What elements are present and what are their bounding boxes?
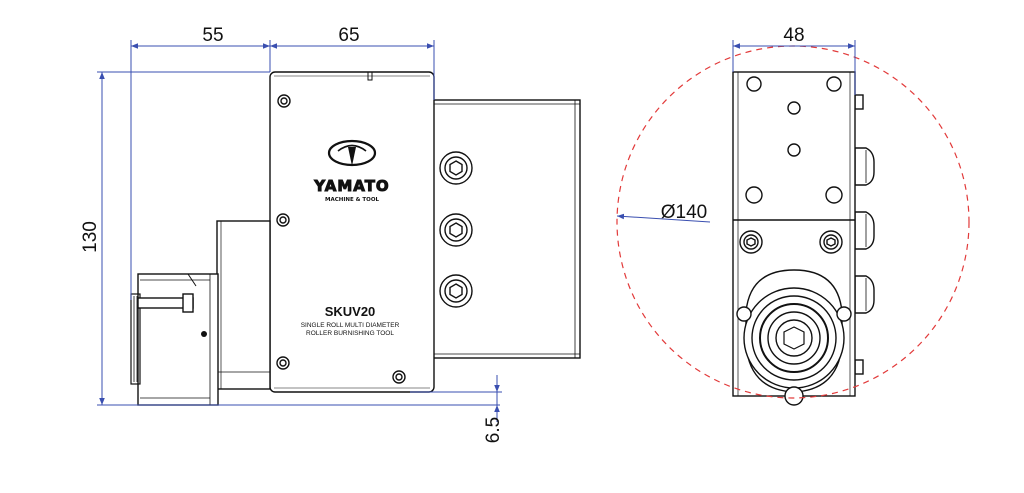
body-screw [276, 213, 290, 227]
body-screw [276, 356, 290, 370]
side-dimensions [616, 40, 856, 223]
dim-width-mid: 65 [338, 25, 359, 46]
side-plate [216, 220, 271, 390]
front-dimensions [97, 40, 502, 422]
dim-height: 130 [80, 221, 101, 253]
socket-screw [819, 230, 843, 254]
dim-diameter: Ø140 [661, 202, 707, 223]
brand-name: YAMATO [313, 177, 389, 195]
hex-bolt [439, 274, 473, 308]
front-view [130, 71, 581, 406]
product-desc-line1: SINGLE ROLL MULTI DIAMETER [301, 322, 400, 329]
roller-assembly [736, 269, 852, 406]
body-screw [277, 94, 291, 108]
brand-tagline: MACHINE & TOOL [325, 197, 380, 203]
dim-side-width: 48 [783, 25, 804, 46]
roller-head [137, 273, 219, 406]
socket-screw [739, 230, 763, 254]
yamato-logo: YAMATO MACHINE & TOOL [313, 139, 389, 203]
hex-bolt [439, 213, 473, 247]
hex-bolt [439, 151, 473, 185]
dim-width-left: 55 [202, 25, 223, 46]
product-desc-line2: ROLLER BURNISHING TOOL [306, 330, 394, 337]
body-screw [392, 370, 406, 384]
product-model: SKUV20 [325, 304, 376, 319]
side-view [732, 71, 875, 406]
main-body [269, 71, 435, 393]
dim-offset: 6.5 [483, 417, 504, 443]
